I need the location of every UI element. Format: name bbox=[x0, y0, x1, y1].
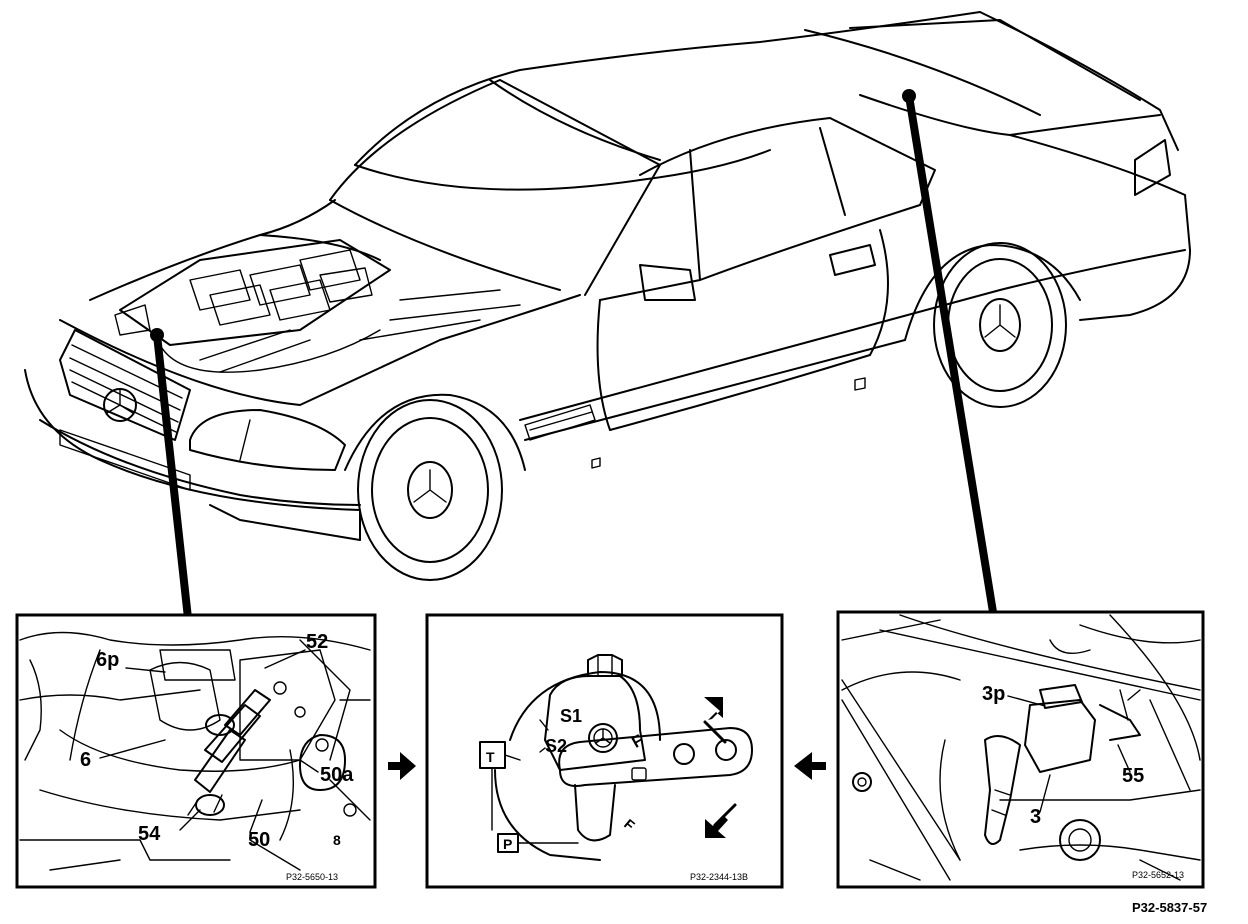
label-54: 54 bbox=[138, 823, 161, 845]
left-detail-panel: 6p 52 6 50a 8 54 50 P32-5650-13 bbox=[15, 613, 377, 889]
right-bolt bbox=[852, 772, 872, 792]
label-t: T bbox=[486, 749, 495, 765]
label-6p: 6p bbox=[96, 649, 119, 671]
car-illustration bbox=[24, 11, 1191, 581]
label-55: 55 bbox=[1122, 765, 1144, 787]
right-detail-panel: 3p 55 3 P32-5652-13 bbox=[836, 610, 1205, 889]
label-52: 52 bbox=[306, 631, 328, 653]
rear-wheel bbox=[904, 242, 1081, 408]
left-panel-code: P32-5650-13 bbox=[286, 872, 338, 882]
label-8: 8 bbox=[333, 832, 341, 848]
left-callout-line bbox=[153, 334, 192, 619]
center-panel-code: P32-2344-13B bbox=[690, 872, 748, 882]
rotate-down-arrow-icon bbox=[705, 815, 728, 838]
right-panel-code: P32-5652-13 bbox=[1132, 870, 1184, 880]
label-3: 3 bbox=[1030, 806, 1041, 828]
center-detail-panel: S1 S2 T P F F P32-2344-13B bbox=[425, 613, 784, 889]
engine-bay bbox=[114, 239, 521, 373]
arrow-right-icon bbox=[388, 752, 416, 780]
rotate-up-arrow-icon bbox=[704, 697, 723, 720]
front-wheel bbox=[344, 393, 526, 581]
figure-code: P32-5837-57 bbox=[1132, 900, 1207, 915]
label-s2: S2 bbox=[545, 736, 567, 756]
right-valve-assembly bbox=[984, 684, 1141, 861]
front-grille bbox=[59, 329, 191, 441]
arrow-left-icon bbox=[794, 752, 826, 780]
label-50a: 50a bbox=[320, 764, 354, 786]
callout-lines bbox=[150, 89, 997, 619]
label-50: 50 bbox=[248, 829, 270, 851]
label-p: P bbox=[503, 836, 512, 852]
label-3p: 3p bbox=[982, 683, 1005, 705]
right-callout-line bbox=[905, 95, 997, 613]
left-actuator-cylinder bbox=[187, 689, 271, 816]
label-s1: S1 bbox=[560, 706, 582, 726]
valve-50a bbox=[299, 734, 346, 791]
label-6: 6 bbox=[80, 749, 91, 771]
